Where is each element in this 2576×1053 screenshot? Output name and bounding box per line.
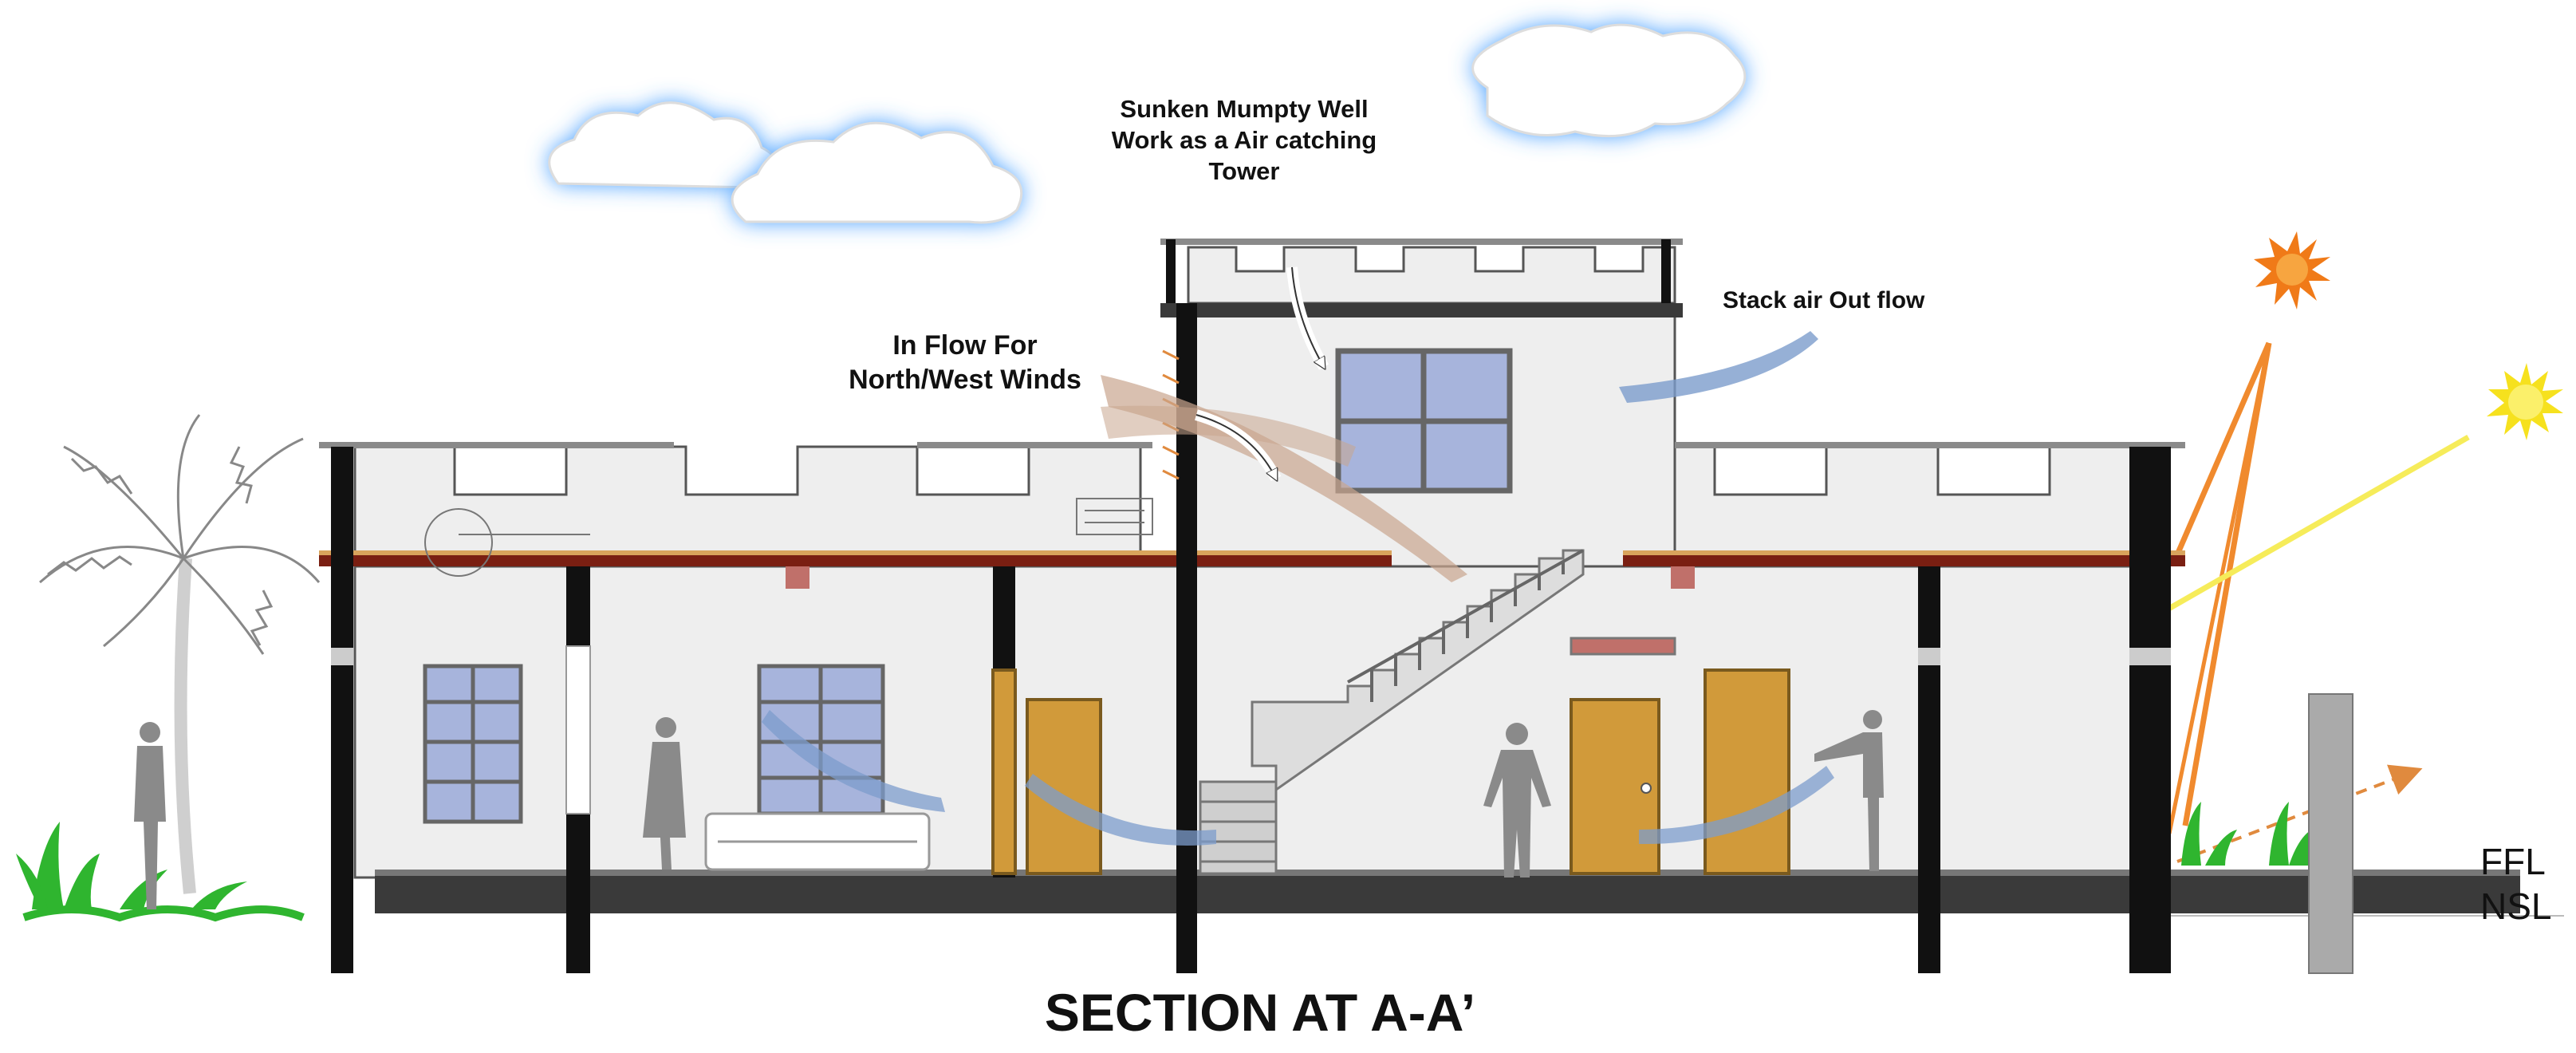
sofa (704, 812, 931, 871)
airflow-arrow-icon (1195, 414, 1276, 479)
sun-icon (2487, 363, 2563, 440)
inflow-label-line2: North/West Winds (849, 364, 1081, 395)
airflow-arrow-icon (1619, 331, 1818, 403)
airflow-arrow-icon (762, 710, 1834, 846)
cloud-icon (548, 101, 778, 189)
cloud-icon (1471, 23, 1747, 138)
mumpty-label-line1: Sunken Mumpty Well (1120, 95, 1369, 123)
inflow-label: In Flow For North/West Winds (798, 329, 1132, 396)
boundary-wall (2308, 693, 2353, 974)
ffl-label: FFL (2480, 841, 2546, 882)
narrow-window (565, 645, 591, 814)
column-bands (331, 648, 2171, 665)
cloud-icon (731, 121, 1023, 224)
tower-window (1335, 348, 1513, 494)
section-title: SECTION AT A-A’ (1044, 983, 1476, 1042)
nsl-label: NSL (2480, 885, 2552, 927)
mumpty-label-line3: Tower (1208, 156, 1280, 185)
person-silhouette-icon (134, 722, 166, 909)
window (423, 664, 523, 824)
stair-railing (1347, 549, 1584, 702)
plant-icon (16, 802, 2321, 909)
tower-roof-slab (1160, 303, 1683, 317)
airflow-arrow-icon (1291, 266, 1324, 367)
stack-outflow-label: Stack air Out flow (1723, 287, 1925, 314)
coping (319, 239, 2185, 448)
person-silhouette-icon (1814, 710, 1884, 871)
person-silhouette-icon (1483, 723, 1551, 878)
columns (331, 239, 2171, 973)
door-knob (1641, 783, 1652, 794)
palm-tree-icon (39, 414, 321, 894)
inflow-label-line1: In Flow For (892, 330, 1038, 361)
sun-icon (2254, 231, 2330, 310)
staircase (1199, 549, 1676, 875)
mumpty-label-line2: Work as a Air catching (1111, 125, 1377, 154)
airflow-arrow-icon (1101, 375, 1467, 582)
person-silhouette-icon (643, 717, 686, 870)
wall-ornament (424, 498, 1153, 577)
mumpty-tower-label: Sunken Mumpty Well Work as a Air catchin… (1061, 94, 1428, 187)
